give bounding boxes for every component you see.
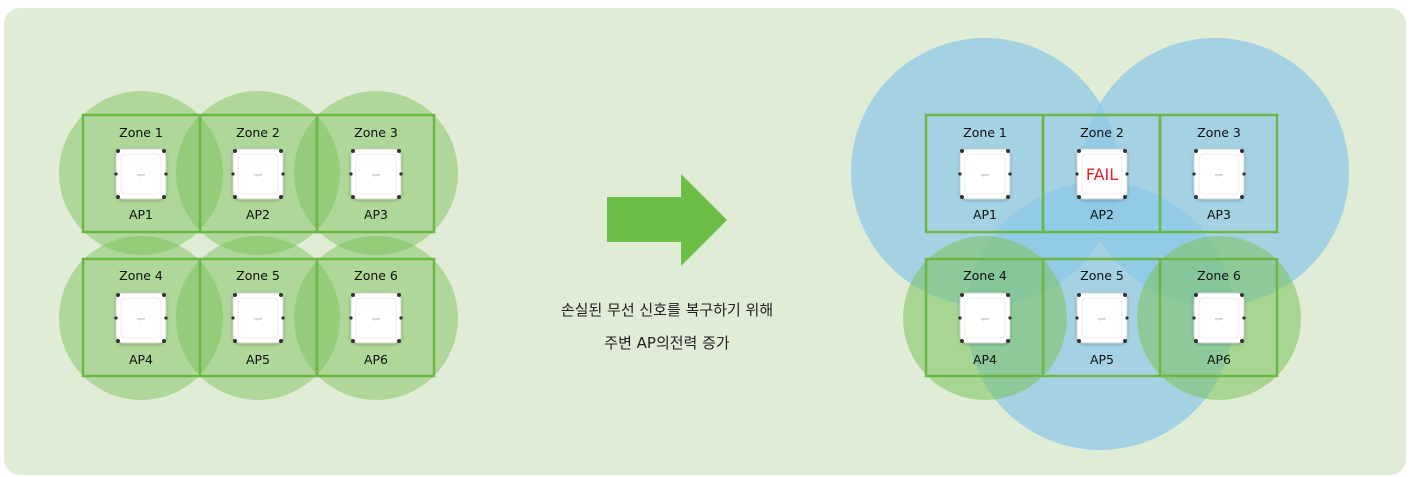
ap-label: AP5: [246, 352, 270, 367]
ap-label: AP2: [246, 207, 270, 222]
zone-label: Zone 2: [236, 125, 280, 140]
ap-label: AP1: [973, 207, 997, 222]
zone-box-3: [315, 113, 436, 234]
caption: 손실된 무선 신호를 복구하기 위해 주변 AP의전력 증가: [561, 301, 773, 352]
zone-label: Zone 1: [119, 125, 163, 140]
right-arrow-icon: [607, 174, 727, 266]
ap-label: AP6: [364, 352, 388, 367]
zone-label: Zone 6: [1197, 268, 1241, 283]
ap-label: AP2: [1090, 207, 1114, 222]
access-point-icon: [349, 293, 402, 343]
zone-label: Zone 3: [1197, 125, 1241, 140]
zone-label: Zone 5: [236, 268, 280, 283]
ap-label: AP3: [364, 207, 388, 222]
zone-box-6: [1158, 257, 1279, 378]
fail-status-label: FAIL: [1086, 165, 1118, 184]
ap-label: AP4: [973, 352, 997, 367]
access-point-icon: [349, 149, 402, 199]
zone-box-6: [315, 257, 436, 378]
access-point-icon: [1192, 293, 1245, 343]
caption-line-1: 손실된 무선 신호를 복구하기 위해: [561, 301, 773, 319]
zone-label: Zone 3: [354, 125, 398, 140]
zone-label: Zone 1: [963, 125, 1007, 140]
ap-label: AP6: [1207, 352, 1231, 367]
zone-label: Zone 6: [354, 268, 398, 283]
right-expanded-coverage: [851, 38, 1349, 450]
left-ap-labels: AP1 AP2 AP3 AP4 AP5 AP6: [129, 207, 388, 367]
access-point-icon: [958, 149, 1011, 199]
access-point-icon: [231, 293, 284, 343]
zone-box-3: [1158, 113, 1279, 234]
ap-label: AP4: [129, 352, 153, 367]
right-ap-labels: AP1 AP2 AP3 AP4 AP5 AP6: [973, 207, 1231, 367]
ap-label: AP1: [129, 207, 153, 222]
access-point-icon: [231, 149, 284, 199]
ap-label: AP3: [1207, 207, 1231, 222]
right-zone-labels: Zone 1 Zone 2 Zone 3 Zone 4 Zone 5 Zone …: [963, 125, 1241, 283]
access-point-icon: [114, 149, 167, 199]
access-point-icon: [958, 293, 1011, 343]
access-point-icon: [1192, 149, 1245, 199]
zone-label: Zone 2: [1080, 125, 1124, 140]
ap-label: AP5: [1090, 352, 1114, 367]
right-zone-grid: [924, 113, 1279, 378]
left-zone-labels: Zone 1 Zone 2 Zone 3 Zone 4 Zone 5 Zone …: [119, 125, 398, 283]
access-point-icon: [1075, 293, 1128, 343]
zone-label: Zone 5: [1080, 268, 1124, 283]
caption-line-2: 주변 AP의전력 증가: [604, 334, 730, 352]
zone-label: Zone 4: [963, 268, 1007, 283]
zone-label: Zone 4: [119, 268, 163, 283]
access-point-icon: [114, 293, 167, 343]
left-zone-grid: [81, 113, 436, 378]
